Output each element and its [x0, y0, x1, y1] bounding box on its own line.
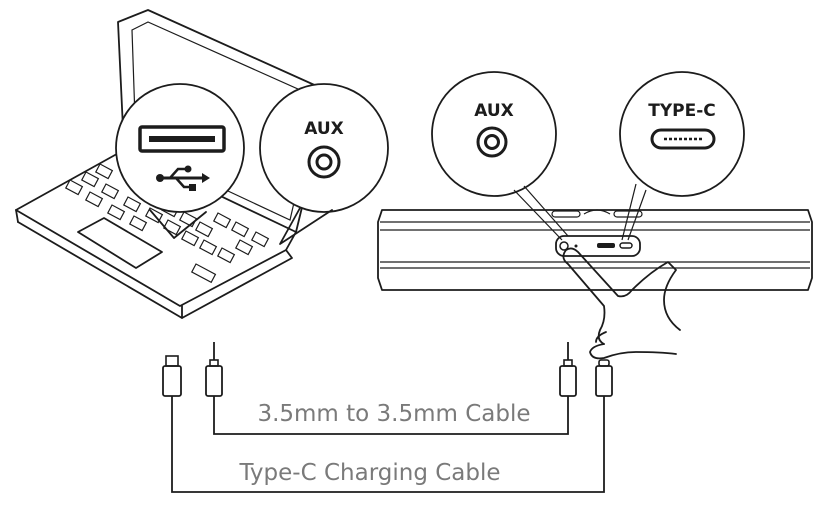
soundbar [377, 209, 813, 291]
speaker-aux-callout: AUX [431, 71, 569, 241]
speaker-typec-label: TYPE-C [648, 101, 716, 121]
trackpad [77, 217, 163, 269]
typec-cable-caption: Type-C Charging Cable [238, 460, 500, 486]
usb-port-callout [115, 83, 245, 239]
aux-cable-caption: 3.5mm to 3.5mm Cable [257, 401, 530, 427]
typec-port-icon [650, 128, 716, 150]
aux-jack-icon [476, 126, 508, 158]
usb-symbol-icon [156, 165, 210, 191]
speaker-typec-callout: TYPE-C [619, 71, 745, 241]
typec-cable [162, 355, 613, 493]
hand-icon [562, 247, 681, 360]
aux-cable [205, 342, 577, 435]
laptop-aux-label: AUX [304, 119, 344, 139]
aux-jack-icon [307, 145, 341, 179]
laptop-aux-callout: AUX [259, 83, 389, 245]
usb-port-icon [138, 125, 226, 153]
speaker-aux-label: AUX [474, 101, 514, 121]
